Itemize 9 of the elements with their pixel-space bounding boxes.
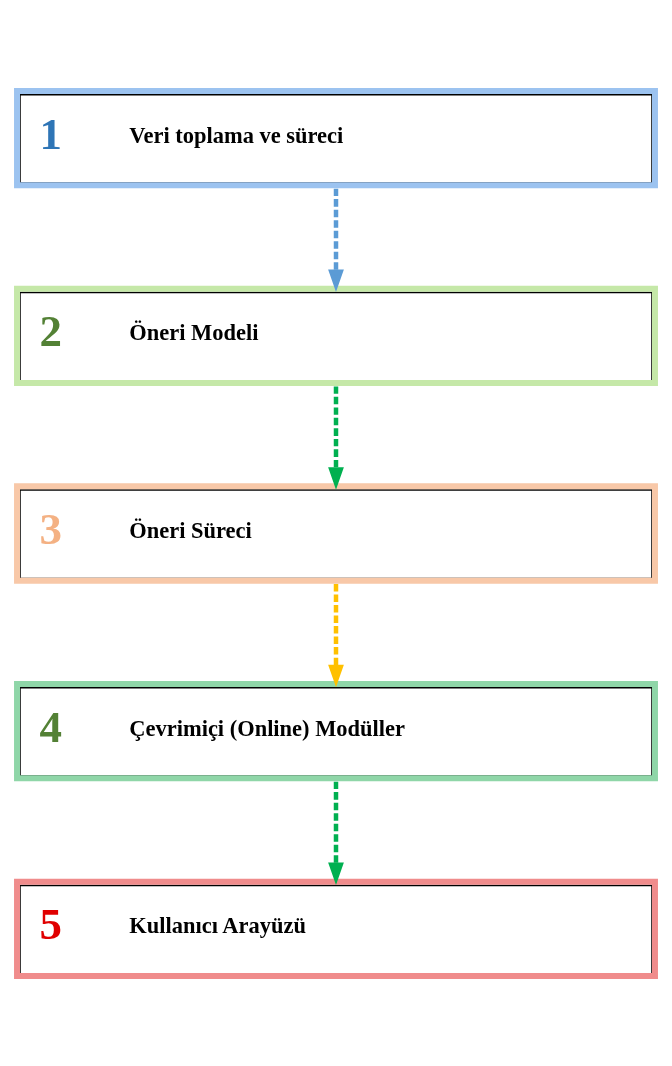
node-box: 5 Kullanıcı Arayüzü <box>14 878 658 979</box>
arrow <box>328 385 344 490</box>
node-box: 4 Çevrimiçi (Online) Modüller <box>14 680 658 781</box>
arrow <box>328 583 344 687</box>
arrow <box>328 188 344 292</box>
node-box: 3 Öneri Süreci <box>14 482 658 584</box>
node-box: 1 Veri toplama ve süreci <box>14 87 658 188</box>
node-box: 2 Öneri Modeli <box>14 285 658 386</box>
arrow <box>328 781 344 885</box>
